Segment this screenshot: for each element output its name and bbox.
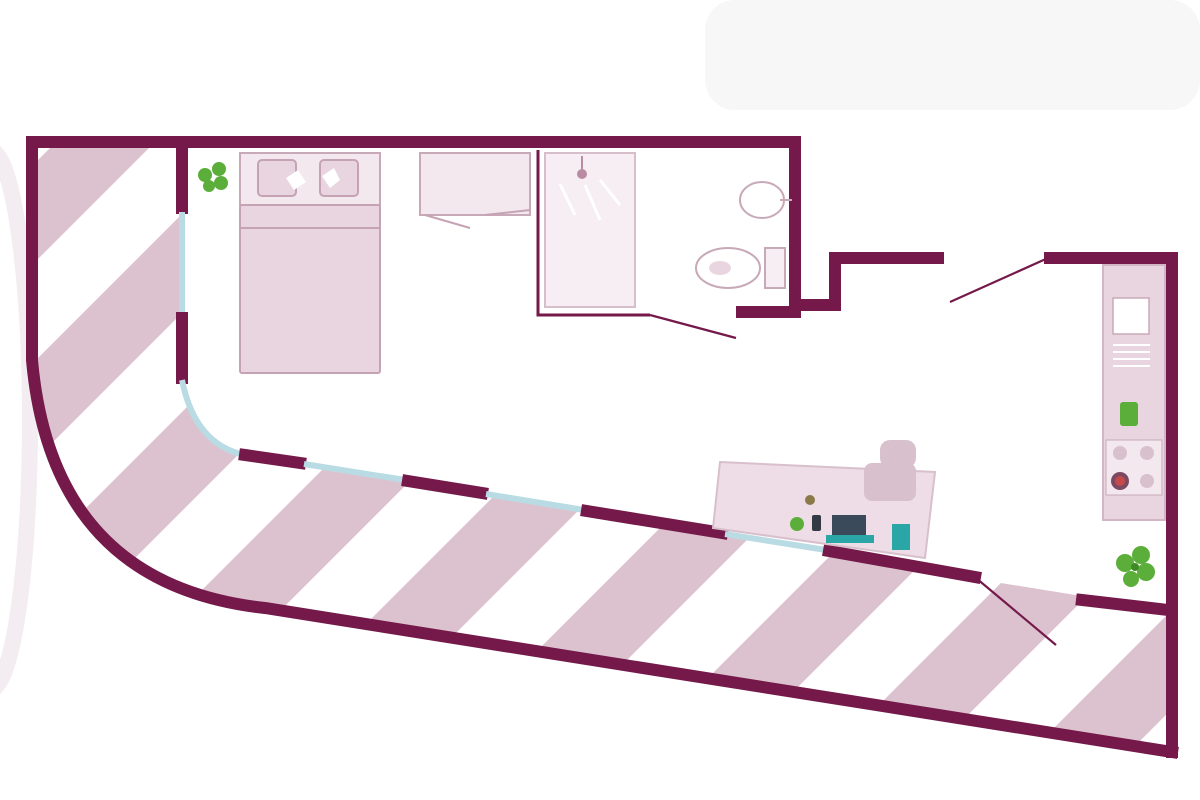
living-window-wall [238,448,982,584]
shower-icon [544,152,636,308]
bed-icon [239,204,381,374]
entrance-door[interactable] [949,256,1049,304]
toilet-icon [695,247,786,289]
laptop-icon [826,515,874,543]
shower-room-door[interactable] [649,313,737,340]
book-icon [892,524,910,550]
bed [239,152,381,374]
doors [649,256,1057,646]
balcony-door[interactable] [975,577,1057,646]
chair-icon [864,440,916,501]
bedroom-partition [176,144,246,458]
phone-icon [812,515,821,531]
plant-icon [198,162,228,192]
hob-icon [1105,439,1163,496]
shower-room-walls [536,150,650,317]
plant-icon [1116,546,1155,587]
sink-icon [1112,297,1150,335]
exterior-walls [26,136,1179,759]
background-ring [0,146,38,694]
washbasin-icon [739,181,792,219]
wardrobe [419,152,531,229]
kitchen-counter [1102,264,1166,521]
desk-lamp-icon [805,495,815,505]
background-blur [705,0,1200,110]
plant-icon [790,517,804,531]
